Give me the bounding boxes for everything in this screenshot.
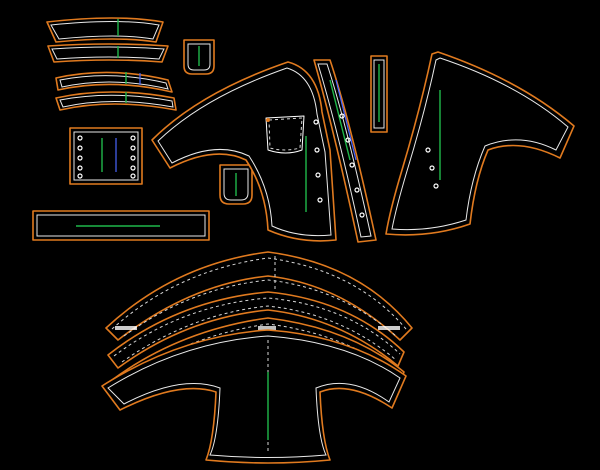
collar-band-piece[interactable]: [46, 17, 164, 43]
yoke-band-lower-piece[interactable]: [55, 91, 177, 111]
collar-piece[interactable]: [47, 43, 169, 63]
front-left-body-piece[interactable]: [151, 61, 337, 242]
back-body-piece[interactable]: [101, 329, 407, 464]
back-yoke-outer-piece[interactable]: [105, 251, 413, 341]
front-facing-piece[interactable]: [313, 59, 377, 243]
placket-buttons: [77, 135, 136, 179]
waistband-piece[interactable]: [32, 210, 210, 241]
chest-pocket-piece[interactable]: [219, 164, 253, 205]
back-yoke-middle-piece[interactable]: [107, 291, 405, 369]
front-right-body-piece[interactable]: [385, 51, 575, 236]
cuff-strip-piece[interactable]: [370, 55, 388, 133]
yoke-band-upper-piece[interactable]: [55, 71, 173, 93]
button-placket-piece[interactable]: [69, 127, 143, 185]
pocket-flap-piece[interactable]: [183, 39, 215, 75]
